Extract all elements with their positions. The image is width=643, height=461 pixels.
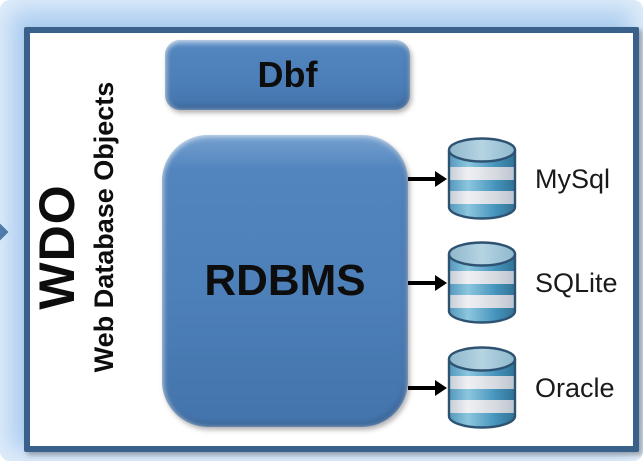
db-label-oracle: Oracle [535,372,615,403]
arrow-rdbms-to-sqlite [408,275,447,291]
database-icon [447,346,517,429]
arrow-line [408,281,435,285]
arrow-head-icon [435,275,447,291]
arrow-rdbms-to-mysql [408,171,447,187]
arrow-head-icon [435,171,447,187]
db-label-sqlite: SQLite [535,267,618,298]
dbf-box-label: Dbf [257,54,318,95]
arrow-rdbms-to-oracle [408,380,447,396]
db-row-mysql: MySql [408,136,610,222]
arrow-line [408,386,435,390]
rdbms-box: RDBMS [162,135,408,427]
db-label-mysql: MySql [535,163,611,194]
db-row-oracle: Oracle [408,345,615,431]
db-row-sqlite: SQLite [408,240,618,326]
left-edge-diamond-marker [0,223,9,241]
arrow-head-icon [435,380,447,396]
dbf-box: Dbf [165,40,410,110]
wdo-subtitle: Web Database Objects [89,81,119,373]
arrow-line [408,177,435,181]
wdo-acronym-title: WDO [29,184,85,310]
database-icon [447,137,517,220]
database-icon [447,241,517,324]
rdbms-box-label: RDBMS [204,256,366,305]
